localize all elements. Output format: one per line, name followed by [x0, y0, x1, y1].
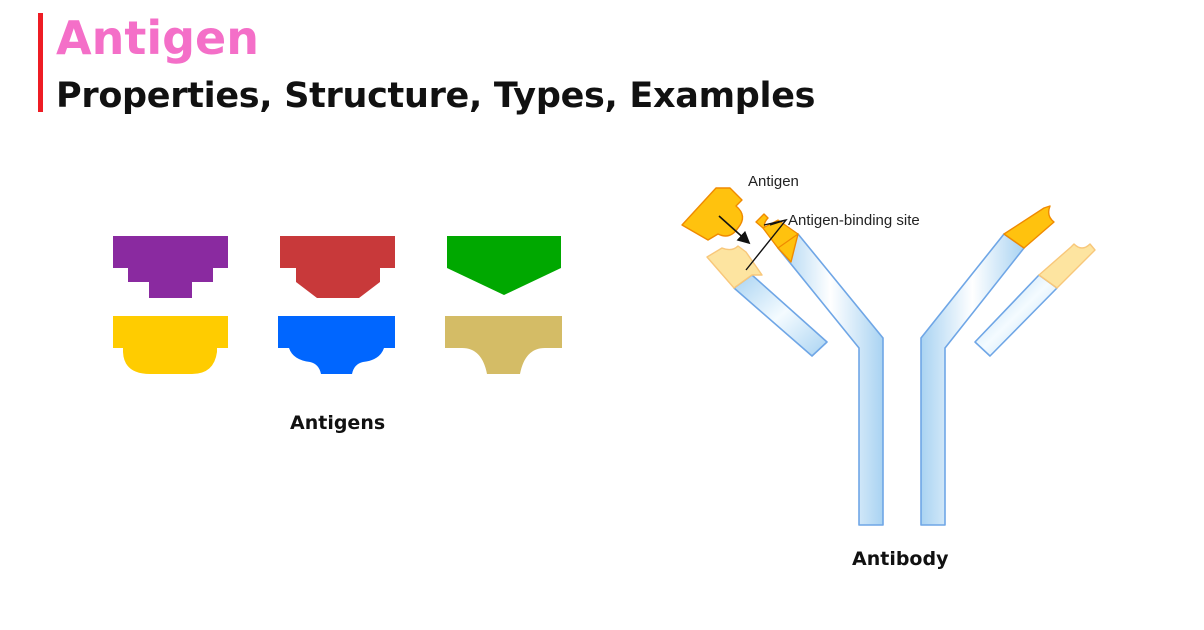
antigens-group	[113, 236, 562, 374]
antibody-caption: Antibody	[852, 548, 949, 570]
binding-site-leader-line-2	[769, 219, 787, 226]
antibody-group: Antigen Antigen-binding site	[681, 173, 1096, 526]
page-title: Antigen	[56, 11, 259, 65]
binding-site-light-right	[1038, 243, 1096, 289]
antigen-shape-concave-curve	[445, 316, 562, 374]
antigen-label: Antigen	[748, 173, 799, 190]
antigen-shape-notched-curve	[278, 316, 395, 374]
binding-site-label: Antigen-binding site	[788, 212, 920, 229]
free-antigen	[681, 187, 744, 241]
antigen-shape-stepped	[113, 236, 228, 298]
page-subtitle: Properties, Structure, Types, Examples	[56, 76, 816, 116]
binding-arrow	[718, 215, 751, 245]
heavy-chain-left	[777, 233, 884, 526]
antigens-caption: Antigens	[290, 412, 386, 434]
antigen-shape-chamfered	[280, 236, 395, 298]
binding-site-heavy-right	[1003, 205, 1055, 249]
accent-bar	[38, 13, 43, 112]
antigen-shape-rounded	[113, 316, 228, 374]
binding-site-light-left	[706, 245, 763, 289]
heavy-chain-right	[920, 233, 1025, 526]
antigen-shape-pointed	[447, 236, 561, 295]
